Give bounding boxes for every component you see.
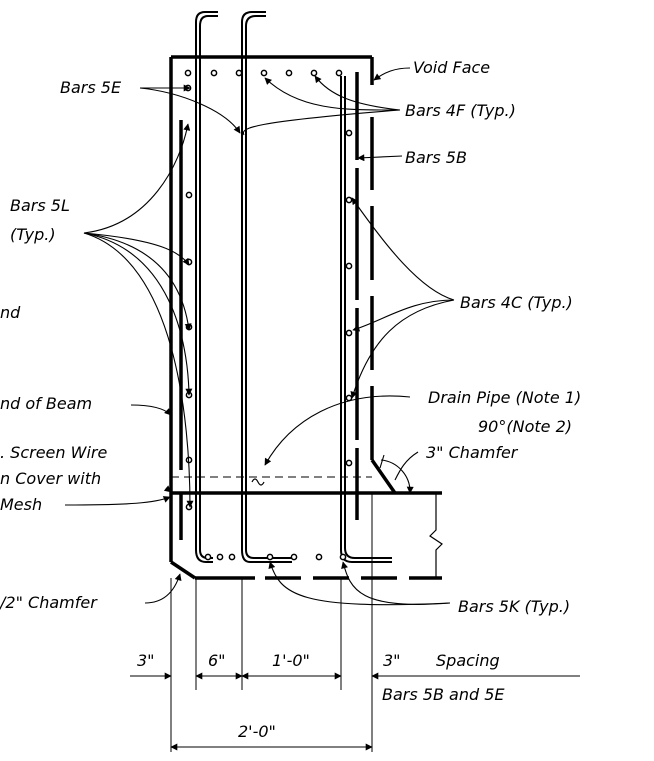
label-bars-5b: Bars 5B <box>405 148 467 167</box>
dim-1ft: 1'-0" <box>272 651 310 670</box>
rebar-bars <box>179 11 392 563</box>
dim-6in: 6" <box>208 651 226 670</box>
label-bars-4f: Bars 4F (Typ.) <box>405 101 516 120</box>
angle-arc <box>380 459 414 494</box>
label-void-face: Void Face <box>413 58 490 77</box>
label-bars-5k: Bars 5K (Typ.) <box>458 597 570 616</box>
dim-3in-right: 3" <box>383 651 401 670</box>
dim-2ft: 2'-0" <box>238 722 276 741</box>
label-chamfer-half: /2" Chamfer <box>0 593 98 612</box>
label-typ: (Typ.) <box>10 225 56 244</box>
label-cover-with: n Cover with <box>0 469 101 488</box>
label-chamfer-3in: 3" Chamfer <box>426 443 519 462</box>
labels: Void Face Bars 5E Bars 4F (Typ.) Bars 5B… <box>0 58 581 741</box>
label-spacing: Spacing <box>436 651 500 670</box>
label-bars-5e: Bars 5E <box>60 78 122 97</box>
bar-dots <box>184 69 353 561</box>
concrete-outline <box>169 55 443 580</box>
dim-3in-left: 3" <box>137 651 155 670</box>
label-bars-5b-5e: Bars 5B and 5E <box>382 685 505 704</box>
label-end-of-beam: nd of Beam <box>0 394 92 413</box>
label-angle-note: 90°(Note 2) <box>478 417 572 436</box>
label-nd-fragment: nd <box>0 303 21 322</box>
label-screen-wire: . Screen Wire <box>0 443 107 462</box>
drain-pipe-symbol <box>251 478 265 486</box>
label-bars-4c: Bars 4C (Typ.) <box>460 293 573 312</box>
label-bars-5l: Bars 5L <box>10 196 70 215</box>
label-mesh: Mesh <box>0 495 42 514</box>
dimension-lines <box>130 493 580 752</box>
leader-lines <box>64 67 455 606</box>
label-drain-pipe: Drain Pipe (Note 1) <box>428 388 581 407</box>
angle-tick <box>379 454 385 469</box>
